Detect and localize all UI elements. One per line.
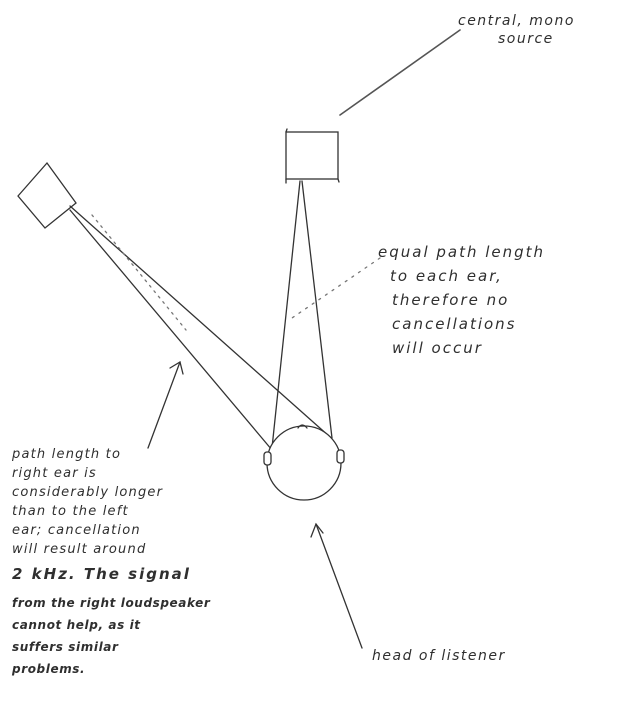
annotation-line: ear; cancellation (12, 521, 210, 540)
equal-path-leader (292, 258, 380, 318)
annotation-line: path length to (12, 445, 210, 464)
annotation-line: cancellations (378, 312, 545, 336)
annotation-line: cannot help, as it (12, 614, 210, 636)
frequency-line: 2 kHz. The signal (12, 565, 210, 584)
left-ear (264, 452, 271, 465)
left-path-to-right-ear (70, 206, 330, 437)
annotation-line: to each ear, (378, 264, 545, 288)
central-loudspeaker (286, 132, 338, 179)
annotation-line: source (458, 30, 575, 48)
annotation-line: will result around (12, 540, 210, 559)
annotation-line: than to the left (12, 502, 210, 521)
listener-head (267, 426, 341, 500)
head-of-listener-label: head of listener (372, 648, 506, 664)
left-path-to-left-ear (70, 210, 272, 450)
right-ear (337, 450, 344, 463)
mono-source-pointer (340, 30, 460, 115)
mono-source-label: central, mono source (458, 12, 575, 48)
annotation-line: problems. (12, 658, 210, 680)
centre-path-to-left-ear (272, 181, 300, 448)
annotation-line: suffers similar (12, 636, 210, 658)
annotation-line: right ear is (12, 464, 210, 483)
annotation-line: from the right loudspeaker (12, 592, 210, 614)
left-loudspeaker (18, 163, 76, 228)
annotation-line: central, mono (458, 12, 575, 30)
annotation-line: therefore no (378, 288, 545, 312)
annotation-line: will occur (378, 336, 545, 360)
annotation-line: head of listener (372, 648, 506, 664)
annotation-line: considerably longer (12, 483, 210, 502)
centre-path-to-right-ear (302, 181, 332, 438)
equal-path-label: equal path length to each ear, therefore… (378, 240, 545, 360)
path-length-arrow (148, 362, 183, 448)
head-arrow (311, 524, 362, 648)
left-path-offaxis (92, 215, 186, 330)
annotation-line: equal path length (378, 240, 545, 264)
path-length-label: path length to right ear is considerably… (12, 445, 210, 680)
